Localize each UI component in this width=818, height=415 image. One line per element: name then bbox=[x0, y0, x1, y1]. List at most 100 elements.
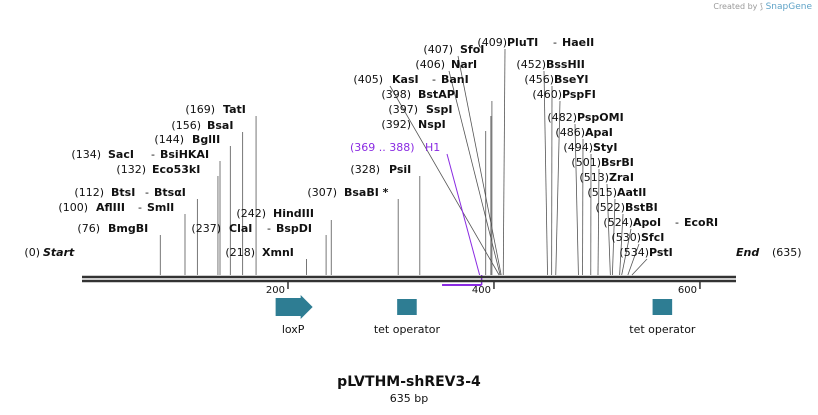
leader-sfci bbox=[627, 243, 640, 276]
end-label: End bbox=[736, 246, 759, 259]
leader-bsshii bbox=[543, 70, 548, 276]
site-name-pluti: PluTI bbox=[507, 36, 538, 49]
site-dash-saci: - bbox=[151, 148, 155, 161]
snapgene-watermark: Created by ⟆ SnapGene bbox=[713, 2, 812, 12]
leader-sfoi bbox=[457, 55, 502, 276]
site-name-bmgbi: BmgBI bbox=[108, 222, 148, 235]
site-pos-clai: (237) bbox=[191, 222, 221, 235]
site-name-styi: StyI bbox=[593, 141, 617, 154]
site-name-zrai: ZraI bbox=[609, 171, 634, 184]
site-dash-apoi: - bbox=[675, 216, 679, 229]
site-name-clai: ClaI bbox=[229, 222, 252, 235]
primer-pos: (369 .. 388) bbox=[350, 141, 415, 154]
site-name-apai: ApaI bbox=[585, 126, 613, 139]
site-name-bsshii: BssHII bbox=[546, 58, 585, 71]
site-name-psti: PstI bbox=[649, 246, 673, 259]
site-name-bsabi: BsaBI * bbox=[344, 186, 389, 199]
end-pos: (635) bbox=[772, 246, 802, 259]
site-pos-apai: (486) bbox=[555, 126, 585, 139]
site-pos-sspi: (397) bbox=[388, 103, 418, 116]
site-dash-kasi: - bbox=[432, 73, 436, 86]
site-name2-clai: BspDI bbox=[276, 222, 312, 235]
site-pos-nspi: (392) bbox=[381, 118, 411, 131]
site-name-afliii: AflIII bbox=[96, 201, 125, 214]
site-pos-apoi: (524) bbox=[603, 216, 633, 229]
site-name-tati: TatI bbox=[223, 103, 246, 116]
site-pos-sfci: (530) bbox=[611, 231, 641, 244]
site-dash-afliii: - bbox=[138, 201, 142, 214]
leader-bstbi bbox=[619, 213, 624, 276]
leader-kasi bbox=[389, 85, 500, 276]
leader-nari bbox=[448, 70, 501, 276]
site-pos-bstbi: (522) bbox=[595, 201, 625, 214]
site-labels: (76)BmgBI(100)AflIII-SmlI(112)BtsI-BtsαI… bbox=[58, 36, 718, 259]
site-pos-bsshii: (452) bbox=[516, 58, 546, 71]
ruler-label-400: 400 bbox=[472, 285, 491, 296]
site-name-aatii: AatII bbox=[617, 186, 646, 199]
site-pos-bmgbi: (76) bbox=[77, 222, 100, 235]
site-name-bsai: BsaI bbox=[207, 119, 233, 132]
site-name-bseyi: BseYI bbox=[554, 73, 588, 86]
site-pos-xmni: (218) bbox=[225, 246, 255, 259]
plasmid-name: pLVTHM-shREV3-4 bbox=[337, 374, 481, 390]
site-pos-bsrbi: (501) bbox=[571, 156, 601, 169]
site-pos-pluti: (409) bbox=[477, 36, 507, 49]
ruler-label-200: 200 bbox=[266, 285, 285, 296]
feature-tet-operator-2 bbox=[652, 299, 673, 315]
dna-backbone bbox=[82, 275, 736, 283]
site-pos-styi: (494) bbox=[563, 141, 593, 154]
site-name-sspi: SspI bbox=[426, 103, 452, 116]
site-pos-bseyi: (456) bbox=[524, 73, 554, 86]
feature-tet-operator-1 bbox=[397, 299, 417, 315]
start-pos: (0) bbox=[24, 246, 40, 259]
site-name2-kasi: BanI bbox=[441, 73, 469, 86]
site-name-pspomi: PspOMI bbox=[577, 111, 624, 124]
site-name2-saci: BsiHKAI bbox=[160, 148, 209, 161]
site-pos-sfoi: (407) bbox=[423, 43, 453, 56]
watermark-prefix: Created by bbox=[713, 2, 758, 11]
site-name-kasi: KasI bbox=[392, 73, 419, 86]
site-pos-bsabi: (307) bbox=[307, 186, 337, 199]
site-name-saci: SacI bbox=[108, 148, 134, 161]
site-name-sfoi: SfoI bbox=[460, 43, 484, 56]
site-pos-aatii: (515) bbox=[587, 186, 617, 199]
site-pos-btsi: (112) bbox=[74, 186, 104, 199]
plasmid-length: 635 bp bbox=[389, 392, 429, 405]
site-pos-zrai: (513) bbox=[579, 171, 609, 184]
site-name-nspi: NspI bbox=[418, 118, 446, 131]
start-label: Start bbox=[43, 246, 75, 259]
feature-loxp bbox=[275, 295, 313, 319]
site-pos-kasi: (405) bbox=[353, 73, 383, 86]
site-pos-hindiii: (242) bbox=[236, 207, 266, 220]
site-pos-eco53ki: (132) bbox=[116, 163, 146, 176]
primer-leader bbox=[446, 153, 481, 276]
feature-label-tet-operator-1: tet operator bbox=[374, 323, 441, 336]
site-pos-bstapi: (398) bbox=[381, 88, 411, 101]
site-name2-afliii: SmlI bbox=[147, 201, 174, 214]
site-name-eco53ki: Eco53kI bbox=[152, 163, 200, 176]
site-pos-nari: (406) bbox=[415, 58, 445, 71]
site-name-psii: PsiI bbox=[389, 163, 411, 176]
site-dash-clai: - bbox=[267, 222, 271, 235]
primer-name: H1 bbox=[425, 141, 440, 154]
leader-pspomi bbox=[574, 123, 579, 276]
leader-aatii bbox=[612, 198, 616, 276]
site-name-nari: NarI bbox=[451, 58, 477, 71]
site-dash-btsi: - bbox=[145, 186, 149, 199]
site-name-bstbi: BstBI bbox=[625, 201, 658, 214]
site-name-apoi: ApoI bbox=[633, 216, 661, 229]
site-pos-saci: (134) bbox=[71, 148, 101, 161]
site-name-sfci: SfcI bbox=[641, 231, 664, 244]
site-pos-pspomi: (482) bbox=[547, 111, 577, 124]
leader-pluti bbox=[502, 48, 506, 276]
site-name-hindiii: HindIII bbox=[273, 207, 314, 220]
leader-apoi bbox=[621, 228, 632, 276]
site-name2-pluti: HaeII bbox=[562, 36, 594, 49]
leader-zrai bbox=[606, 183, 611, 276]
site-pos-tati: (169) bbox=[185, 103, 215, 116]
site-dash-pluti: - bbox=[553, 36, 557, 49]
leader-psti bbox=[631, 258, 648, 276]
site-pos-psti: (534) bbox=[619, 246, 649, 259]
